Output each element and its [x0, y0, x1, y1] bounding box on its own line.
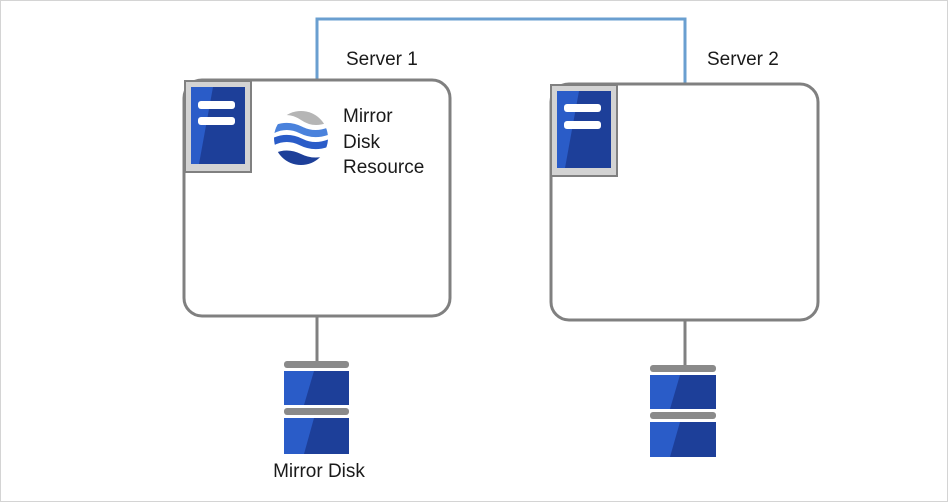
- server-1-label: Server 1: [346, 49, 418, 70]
- server-icon: [550, 84, 618, 177]
- resource-label-line: Resource: [343, 157, 424, 178]
- resource-label-line: Disk: [343, 132, 380, 153]
- resource-label: Mirror Disk Resource: [343, 106, 424, 178]
- disk-label: Mirror Disk: [273, 461, 365, 482]
- disk-stack-icon: [650, 365, 716, 457]
- server-2-label: Server 2: [707, 49, 779, 70]
- disk-stack-icon: [284, 361, 349, 454]
- interconnect-line: [315, 17, 687, 85]
- server-icon: [184, 80, 252, 173]
- resource-label-line: Mirror: [343, 106, 393, 127]
